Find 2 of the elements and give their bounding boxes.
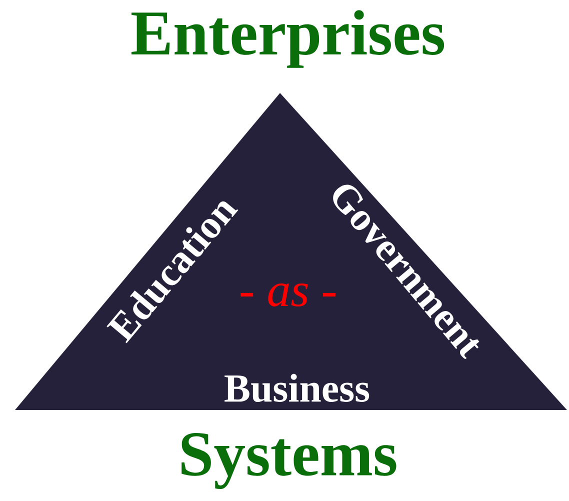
connector-word: - as - xyxy=(240,283,336,306)
triangle-label: Business xyxy=(224,374,370,402)
